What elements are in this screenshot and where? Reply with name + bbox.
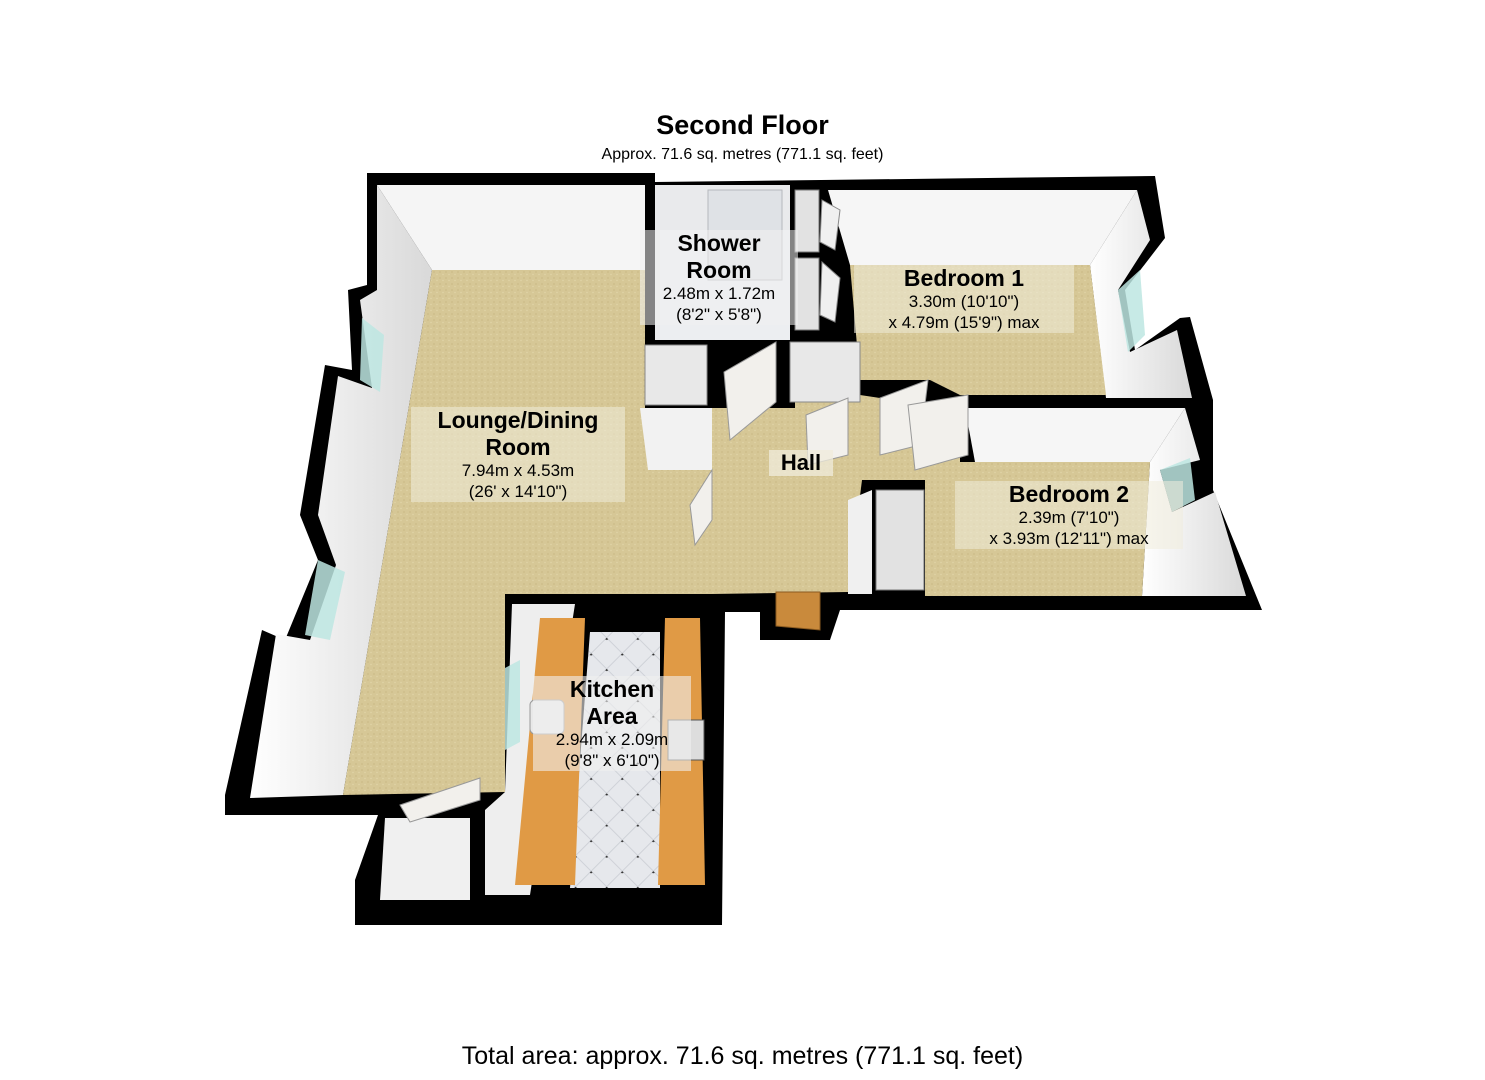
room-label-lounge: Lounge/Dining Room 7.94m x 4.53m (26' x …: [411, 407, 625, 503]
front-door: [775, 591, 821, 631]
bedroom1-window: [1118, 270, 1145, 352]
wardrobe-bed1-b: [794, 257, 820, 331]
lounge-door: [689, 468, 713, 547]
room-name: Area: [586, 703, 638, 730]
wardrobe-door-a: [819, 199, 841, 251]
kitchen-window: [505, 660, 520, 750]
room-name: Bedroom 1: [903, 265, 1025, 291]
cupboard-left: [644, 344, 708, 406]
floor-area: Approx. 71.6 sq. metres (771.1 sq. feet): [601, 146, 884, 163]
lounge-wall-face-top: [377, 185, 645, 270]
cupboard-left-face: [640, 408, 712, 470]
room-name: Room: [686, 257, 752, 284]
room-dimensions: x 3.93m (12'11") max: [989, 528, 1149, 548]
room-dimensions: 3.30m (10'10"): [908, 292, 1020, 312]
wardrobe-bed1-a: [794, 189, 820, 253]
total-area: Total area: approx. 71.6 sq. metres (771…: [461, 1042, 1024, 1070]
room-dimensions: (26' x 14'10"): [468, 481, 568, 501]
room-dimensions: 2.48m x 1.72m: [662, 284, 776, 304]
room-label-shower: Shower Room 2.48m x 1.72m (8'2" x 5'8"): [640, 230, 798, 326]
lounge-window-2: [305, 560, 345, 640]
shower-door: [723, 341, 777, 441]
lounge-wall-face-left: [250, 185, 432, 798]
room-name: Room: [485, 434, 551, 461]
room-dimensions: x 4.79m (15'9") max: [888, 312, 1040, 332]
room-dimensions: 2.94m x 2.09m: [555, 730, 669, 750]
room-label-kitchen: Kitchen Area 2.94m x 2.09m (9'8" x 6'10"…: [533, 676, 691, 772]
room-name: Lounge/Dining: [437, 407, 599, 433]
room-label-bedroom1: Bedroom 1 3.30m (10'10") x 4.79m (15'9")…: [854, 265, 1074, 333]
wardrobe-door-b: [819, 260, 841, 323]
bedroom2-wall-face-left: [848, 490, 872, 594]
store-door: [399, 777, 481, 823]
bedroom2-wall-face-top: [965, 408, 1185, 462]
store-wall-face: [380, 818, 470, 900]
bedroom2-door: [907, 394, 969, 471]
room-dimensions: 7.94m x 4.53m: [461, 461, 575, 481]
room-dimensions: (9'8" x 6'10"): [564, 750, 660, 770]
room-name: Shower: [677, 230, 761, 256]
bedroom2-wall-face-right: [1142, 408, 1246, 596]
hall-cupboard: [789, 341, 861, 403]
lounge-window-1: [360, 318, 384, 392]
wardrobe-bed2: [875, 489, 925, 591]
room-label-hall: Hall: [769, 450, 833, 476]
lounge-floor: [343, 270, 712, 795]
room-label-bedroom2: Bedroom 2 2.39m (7'10") x 3.93m (12'11")…: [955, 481, 1183, 549]
room-dimensions: (8'2" x 5'8"): [676, 304, 762, 324]
room-dimensions: 2.39m (7'10"): [1018, 508, 1120, 528]
bedroom1-wall-face-top: [828, 190, 1137, 265]
room-name: Kitchen: [569, 676, 655, 702]
hall-door-1: [805, 397, 849, 466]
room-name: Bedroom 2: [1008, 481, 1130, 507]
bedroom1-wall-face-right: [1090, 190, 1192, 398]
floor-title: Second Floor: [656, 110, 829, 140]
